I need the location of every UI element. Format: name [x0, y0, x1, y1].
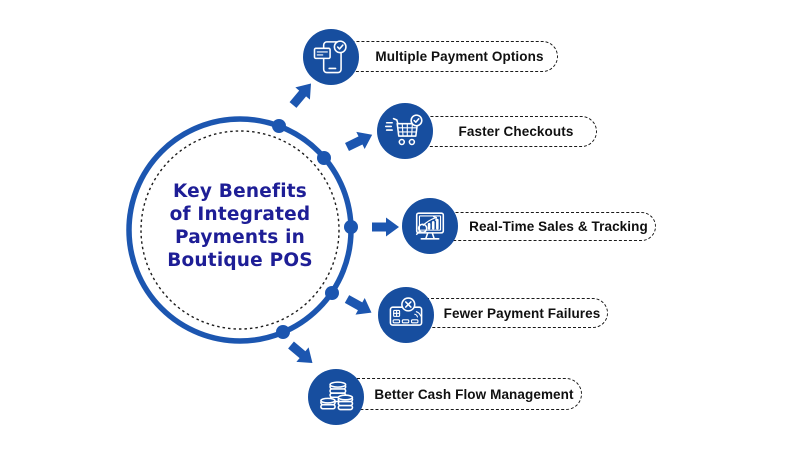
arrow-to-multiple-payment-options: [289, 83, 311, 108]
phone-payment-check-icon: [313, 40, 347, 74]
title-line-2: of Integrated: [169, 204, 311, 225]
arrow-to-real-time-sales: [372, 217, 399, 237]
benefit-icon-multiple-payment-options: [303, 29, 359, 85]
benefit-label: Fewer Payment Failures: [443, 305, 601, 321]
benefit-label: Better Cash Flow Management: [374, 386, 574, 402]
benefit-label-pill: Faster Checkouts: [405, 116, 597, 147]
coin-stacks-icon: [320, 381, 354, 411]
benefit-label: Real-Time Sales & Tracking: [469, 219, 648, 234]
arrow-to-fewer-payment-failures: [344, 295, 372, 315]
benefit-label-pill: Fewer Payment Failures: [406, 298, 608, 328]
monitor-analytics-icon: [415, 212, 445, 240]
benefit-label: Faster Checkouts: [458, 124, 574, 139]
benefit-label-pill: Better Cash Flow Management: [336, 378, 582, 410]
cart-check-icon: [384, 114, 423, 146]
benefit-label-pill: Real-Time Sales & Tracking: [431, 212, 656, 241]
connector-dot-4: [325, 286, 339, 300]
benefit-icon-fewer-payment-failures: [378, 287, 434, 343]
card-declined-icon: [389, 297, 423, 326]
connector-dot-3: [344, 220, 358, 234]
central-title: Key Benefits of Integrated Payments in B…: [138, 180, 342, 272]
title-line-3: Payments in: [174, 227, 306, 248]
connector-dot-5: [276, 325, 290, 339]
title-line-1: Key Benefits: [172, 181, 308, 202]
benefit-icon-faster-checkouts: [377, 103, 433, 159]
benefit-label: Multiple Payment Options: [375, 49, 544, 64]
title-line-4: Boutique POS: [167, 250, 313, 271]
connector-dot-2: [317, 151, 331, 165]
benefit-label-pill: Multiple Payment Options: [331, 41, 558, 72]
benefit-icon-better-cash-flow: [308, 369, 364, 425]
central-circle-dashed-border: [140, 130, 340, 330]
benefit-icon-real-time-sales: [402, 198, 458, 254]
connector-dot-1: [272, 119, 286, 133]
arrow-to-faster-checkouts: [345, 131, 373, 152]
arrow-to-better-cash-flow: [288, 341, 313, 363]
